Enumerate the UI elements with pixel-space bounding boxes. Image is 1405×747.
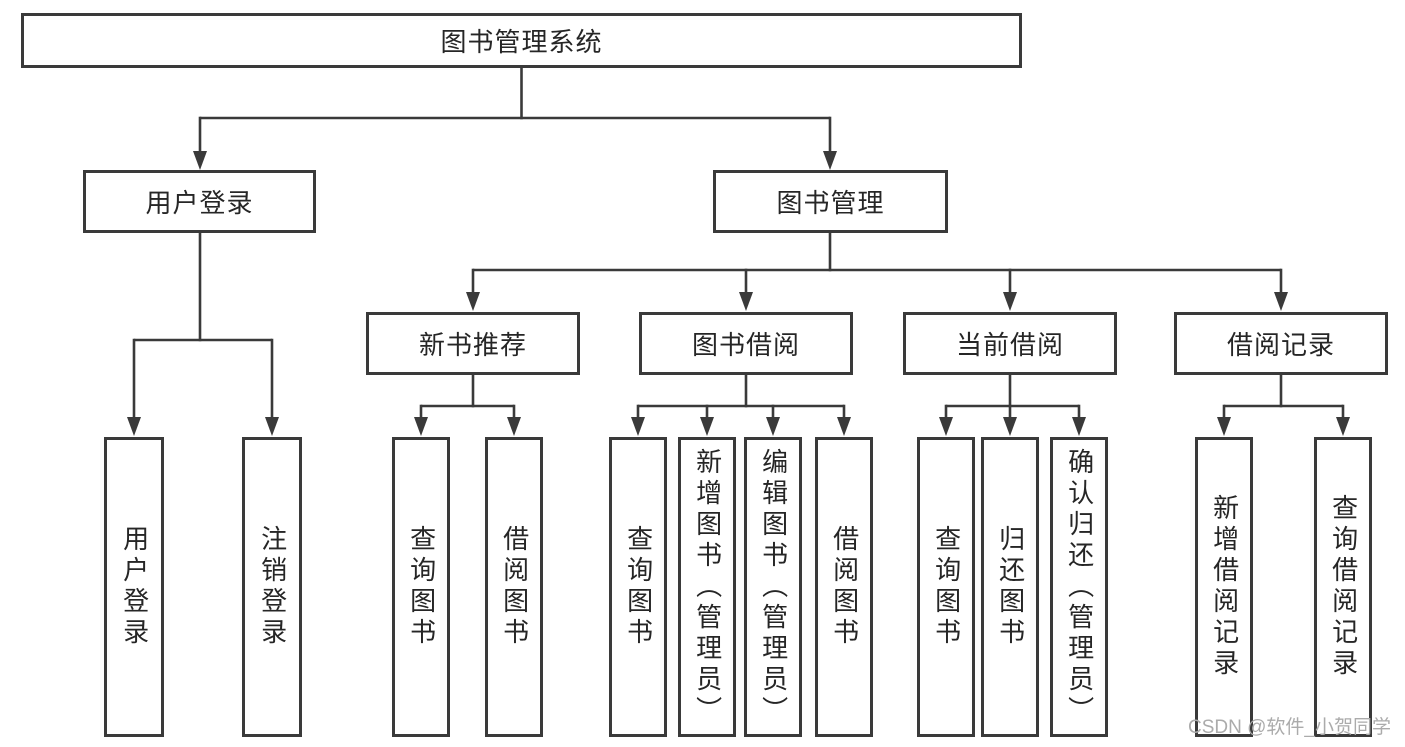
leaf-query-borrow-record: 查询借阅记录: [1314, 437, 1372, 737]
node-current-borrow-label: 当前借阅: [955, 330, 1064, 360]
node-book-management-label: 图书管理: [776, 188, 885, 218]
leaf-logout-login: 注销登录: [242, 437, 302, 737]
node-root: 图书管理系统: [21, 13, 1022, 68]
leaf-borrow-books-recommend: 借阅图书: [485, 437, 543, 737]
leaf-edit-books-admin: 编辑图书（管理员）: [744, 437, 802, 737]
node-user-login: 用户登录: [83, 170, 316, 233]
node-new-book-recommend: 新书推荐: [366, 312, 580, 375]
leaf-add-books-admin: 新增图书（管理员）: [678, 437, 736, 737]
leaf-borrow-books-borrow: 借阅图书: [815, 437, 873, 737]
node-book-borrow-label: 图书借阅: [691, 330, 800, 360]
node-borrow-records-label: 借阅记录: [1226, 330, 1335, 360]
leaf-query-books-borrow: 查询图书: [609, 437, 667, 737]
leaf-confirm-return-admin: 确认归还（管理员）: [1050, 437, 1108, 737]
node-new-book-recommend-label: 新书推荐: [418, 330, 527, 360]
arrow-down-icons: [127, 151, 1350, 436]
node-current-borrow: 当前借阅: [903, 312, 1117, 375]
csdn-watermark: CSDN @软件_小贺同学: [1188, 717, 1391, 738]
leaf-add-borrow-record: 新增借阅记录: [1195, 437, 1253, 737]
leaf-query-books-current: 查询图书: [917, 437, 975, 737]
tree-edges: [132, 67, 1345, 419]
node-borrow-records: 借阅记录: [1174, 312, 1388, 375]
node-user-login-label: 用户登录: [145, 188, 254, 218]
leaf-user-login: 用户登录: [104, 437, 164, 737]
leaf-query-books-recommend: 查询图书: [392, 437, 450, 737]
node-book-borrow: 图书借阅: [639, 312, 853, 375]
node-root-label: 图书管理系统: [440, 27, 603, 57]
leaf-return-books: 归还图书: [981, 437, 1039, 737]
node-book-management: 图书管理: [713, 170, 948, 233]
